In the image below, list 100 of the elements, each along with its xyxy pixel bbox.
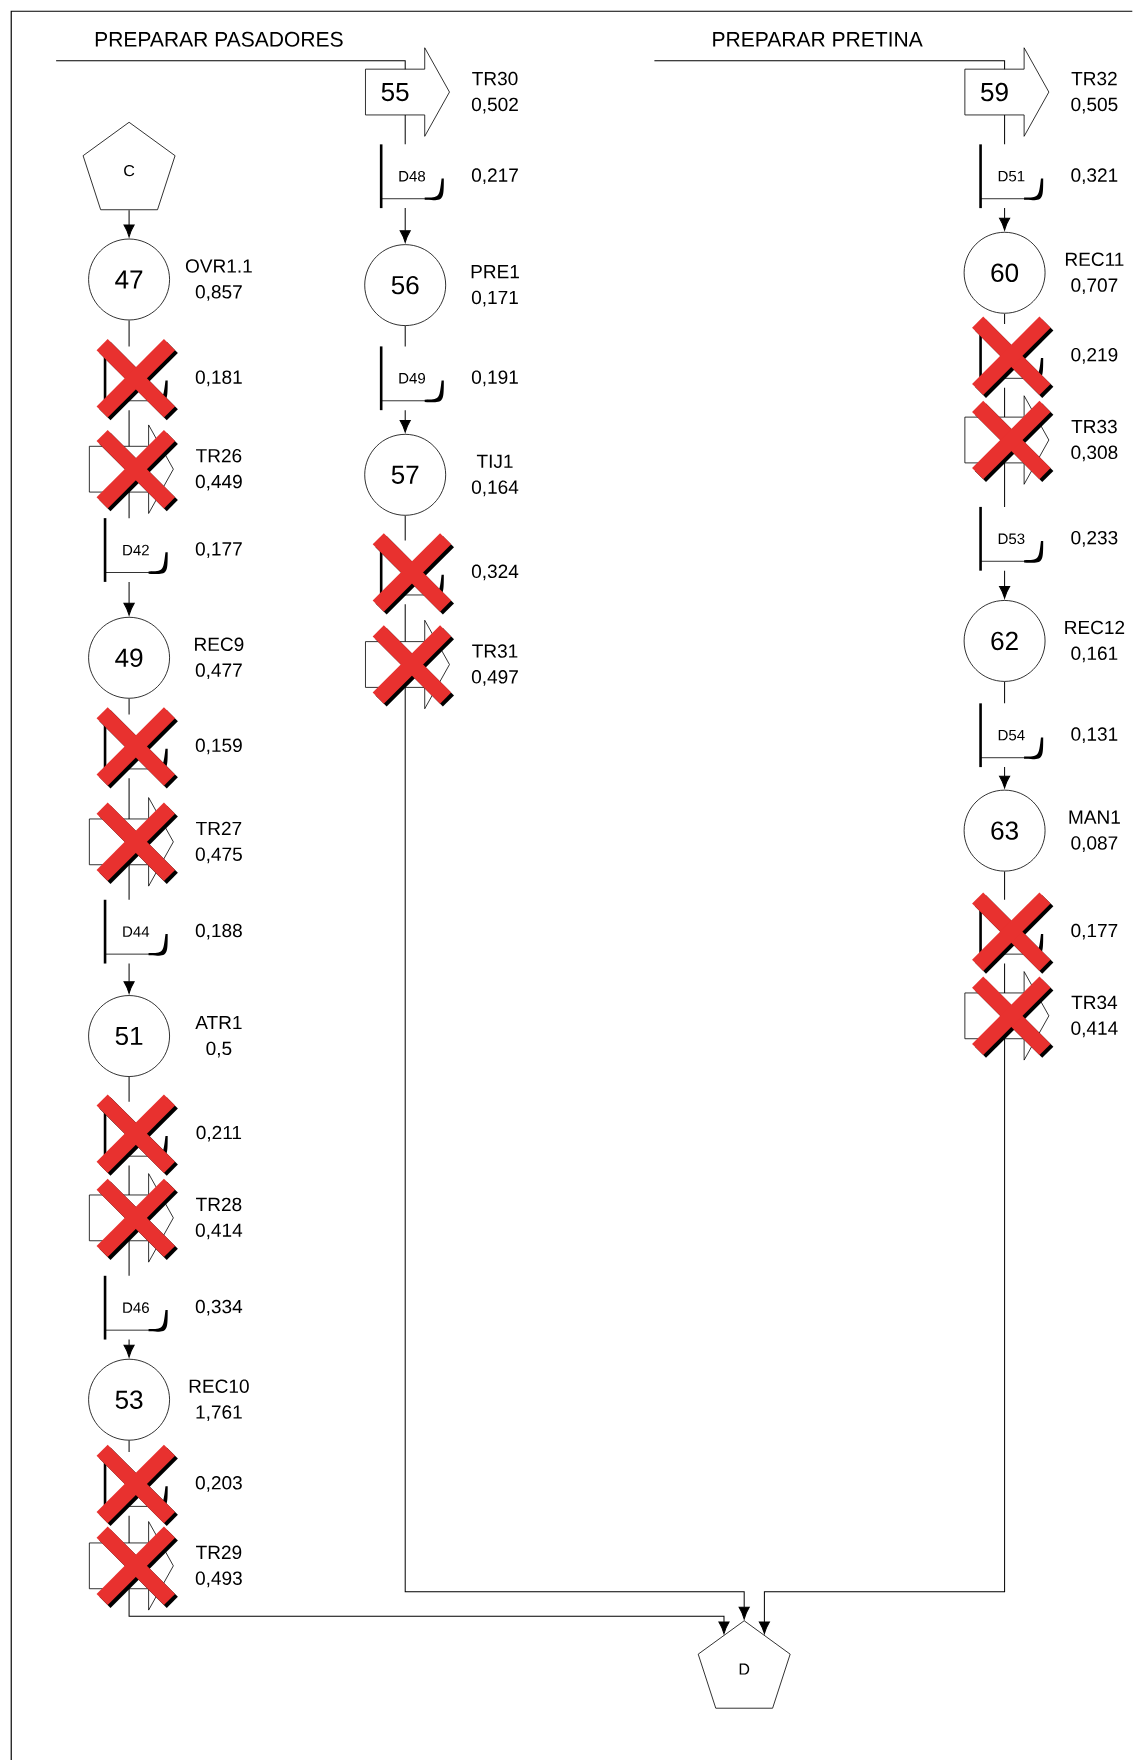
time-value: 0,203	[196, 1476, 243, 1492]
time-value: 0,505	[1071, 97, 1118, 114]
time-value: 0,308	[1071, 445, 1118, 462]
crossed-transport-symbol	[89, 1173, 179, 1263]
time-value: 0,131	[1071, 727, 1118, 744]
flow-arrow	[404, 686, 750, 1620]
time-value: 0,324	[472, 564, 519, 581]
time-value: 0,857	[196, 285, 242, 301]
flow-line	[128, 698, 130, 716]
time-value: 0,159	[196, 738, 242, 755]
flow-arrow	[759, 1038, 1006, 1635]
flow-line	[654, 60, 1006, 70]
operation-code: TIJ1	[477, 454, 513, 468]
flow-arrow	[123, 1339, 135, 1358]
time-value: 0,177	[1071, 923, 1118, 940]
flow-line	[404, 603, 406, 643]
flow-arrow	[123, 581, 135, 616]
flow-arrow	[123, 963, 135, 994]
operation-code: MAN1	[1069, 810, 1121, 824]
operation-code: REC9	[195, 637, 244, 652]
flow-arrow	[399, 409, 411, 433]
operation-code: ATR1	[195, 1016, 242, 1030]
flow-line	[404, 515, 406, 542]
time-value: 0,334	[196, 1299, 243, 1316]
operation-code: TR26	[196, 449, 242, 463]
flow-line	[128, 319, 130, 347]
operation-code: REC12	[1065, 620, 1125, 635]
flow-arrow	[999, 570, 1011, 599]
connector-pentagon: D	[698, 1620, 791, 1709]
time-value: 0,219	[1071, 347, 1118, 364]
operation-code: TR33	[1071, 419, 1118, 434]
crossed-delay-symbol	[372, 533, 455, 615]
operation-code: TR30	[472, 71, 518, 86]
time-value: 0,181	[196, 370, 242, 387]
crossed-transport-symbol	[89, 1521, 179, 1611]
crossed-transport-symbol	[89, 424, 179, 514]
flow-line	[404, 114, 406, 145]
time-value: 0,502	[472, 97, 519, 114]
operation-code: TR34	[1071, 995, 1118, 1010]
flow-line	[1004, 681, 1006, 704]
time-value: 0,233	[1071, 530, 1118, 547]
time-value: 0,5	[206, 1041, 232, 1058]
flow-line	[128, 409, 130, 447]
crossed-transport-symbol	[365, 619, 455, 710]
crossed-delay-symbol	[96, 339, 179, 421]
crossed-transport-symbol	[89, 797, 179, 887]
flow-line	[1004, 963, 1006, 994]
time-value: 1,761	[196, 1405, 242, 1422]
time-value: 0,414	[196, 1223, 243, 1240]
time-value: 0,449	[196, 474, 242, 491]
flow-arrow	[399, 207, 411, 243]
flow-line	[128, 1165, 130, 1196]
time-value: 0,164	[472, 480, 519, 497]
flow-line	[1004, 462, 1006, 508]
flow-line	[1004, 871, 1006, 901]
time-value: 0,161	[1071, 646, 1118, 663]
crossed-transport-symbol	[964, 971, 1054, 1061]
time-value: 0,475	[196, 847, 243, 864]
crossed-delay-symbol	[96, 707, 179, 789]
flow-line	[128, 1240, 130, 1277]
operation-code: REC11	[1066, 252, 1124, 267]
flow-line	[55, 60, 406, 70]
flow-arrow	[123, 209, 135, 238]
operation-code: REC10	[190, 1379, 250, 1393]
time-value: 0,217	[472, 168, 519, 185]
flow-line	[128, 777, 130, 820]
connector-pentagon: C	[82, 121, 176, 211]
flow-arrow	[999, 207, 1011, 231]
operation-code: TR28	[196, 1197, 242, 1212]
time-value: 0,188	[196, 923, 243, 940]
crossed-delay-symbol	[96, 1444, 179, 1526]
time-value: 0,171	[472, 290, 519, 307]
flow-line	[1004, 313, 1006, 325]
flow-line	[128, 491, 130, 519]
time-value: 0,321	[1071, 168, 1118, 185]
time-value: 0,497	[472, 670, 519, 686]
operation-code: TR29	[196, 1545, 242, 1560]
flow-arrow	[128, 1588, 730, 1635]
flow-line	[128, 1440, 130, 1453]
crossed-transport-symbol	[964, 395, 1054, 485]
time-value: 0,414	[1071, 1021, 1118, 1038]
operation-code: TR27	[196, 821, 242, 836]
crossed-delay-symbol	[972, 892, 1054, 974]
flow-line	[128, 1515, 130, 1544]
crossed-delay-symbol	[96, 1094, 179, 1176]
operation-code: OVR1.1	[186, 259, 253, 273]
operation-code: TR31	[472, 644, 518, 658]
operation-code: PRE1	[471, 265, 520, 279]
flow-arrow	[999, 766, 1011, 789]
time-value: 0,493	[196, 1571, 243, 1588]
time-value: 0,177	[196, 542, 242, 558]
operation-code: TR32	[1071, 71, 1117, 86]
time-value: 0,211	[196, 1125, 242, 1142]
flow-line	[128, 1076, 130, 1103]
time-value: 0,707	[1071, 278, 1118, 295]
process-heading: PREPARAR PASADORES	[96, 31, 343, 47]
time-value: 0,191	[472, 370, 519, 387]
time-value: 0,477	[196, 663, 242, 680]
flow-line	[1004, 387, 1006, 418]
process-heading: PREPARAR PRETINA	[713, 32, 923, 47]
